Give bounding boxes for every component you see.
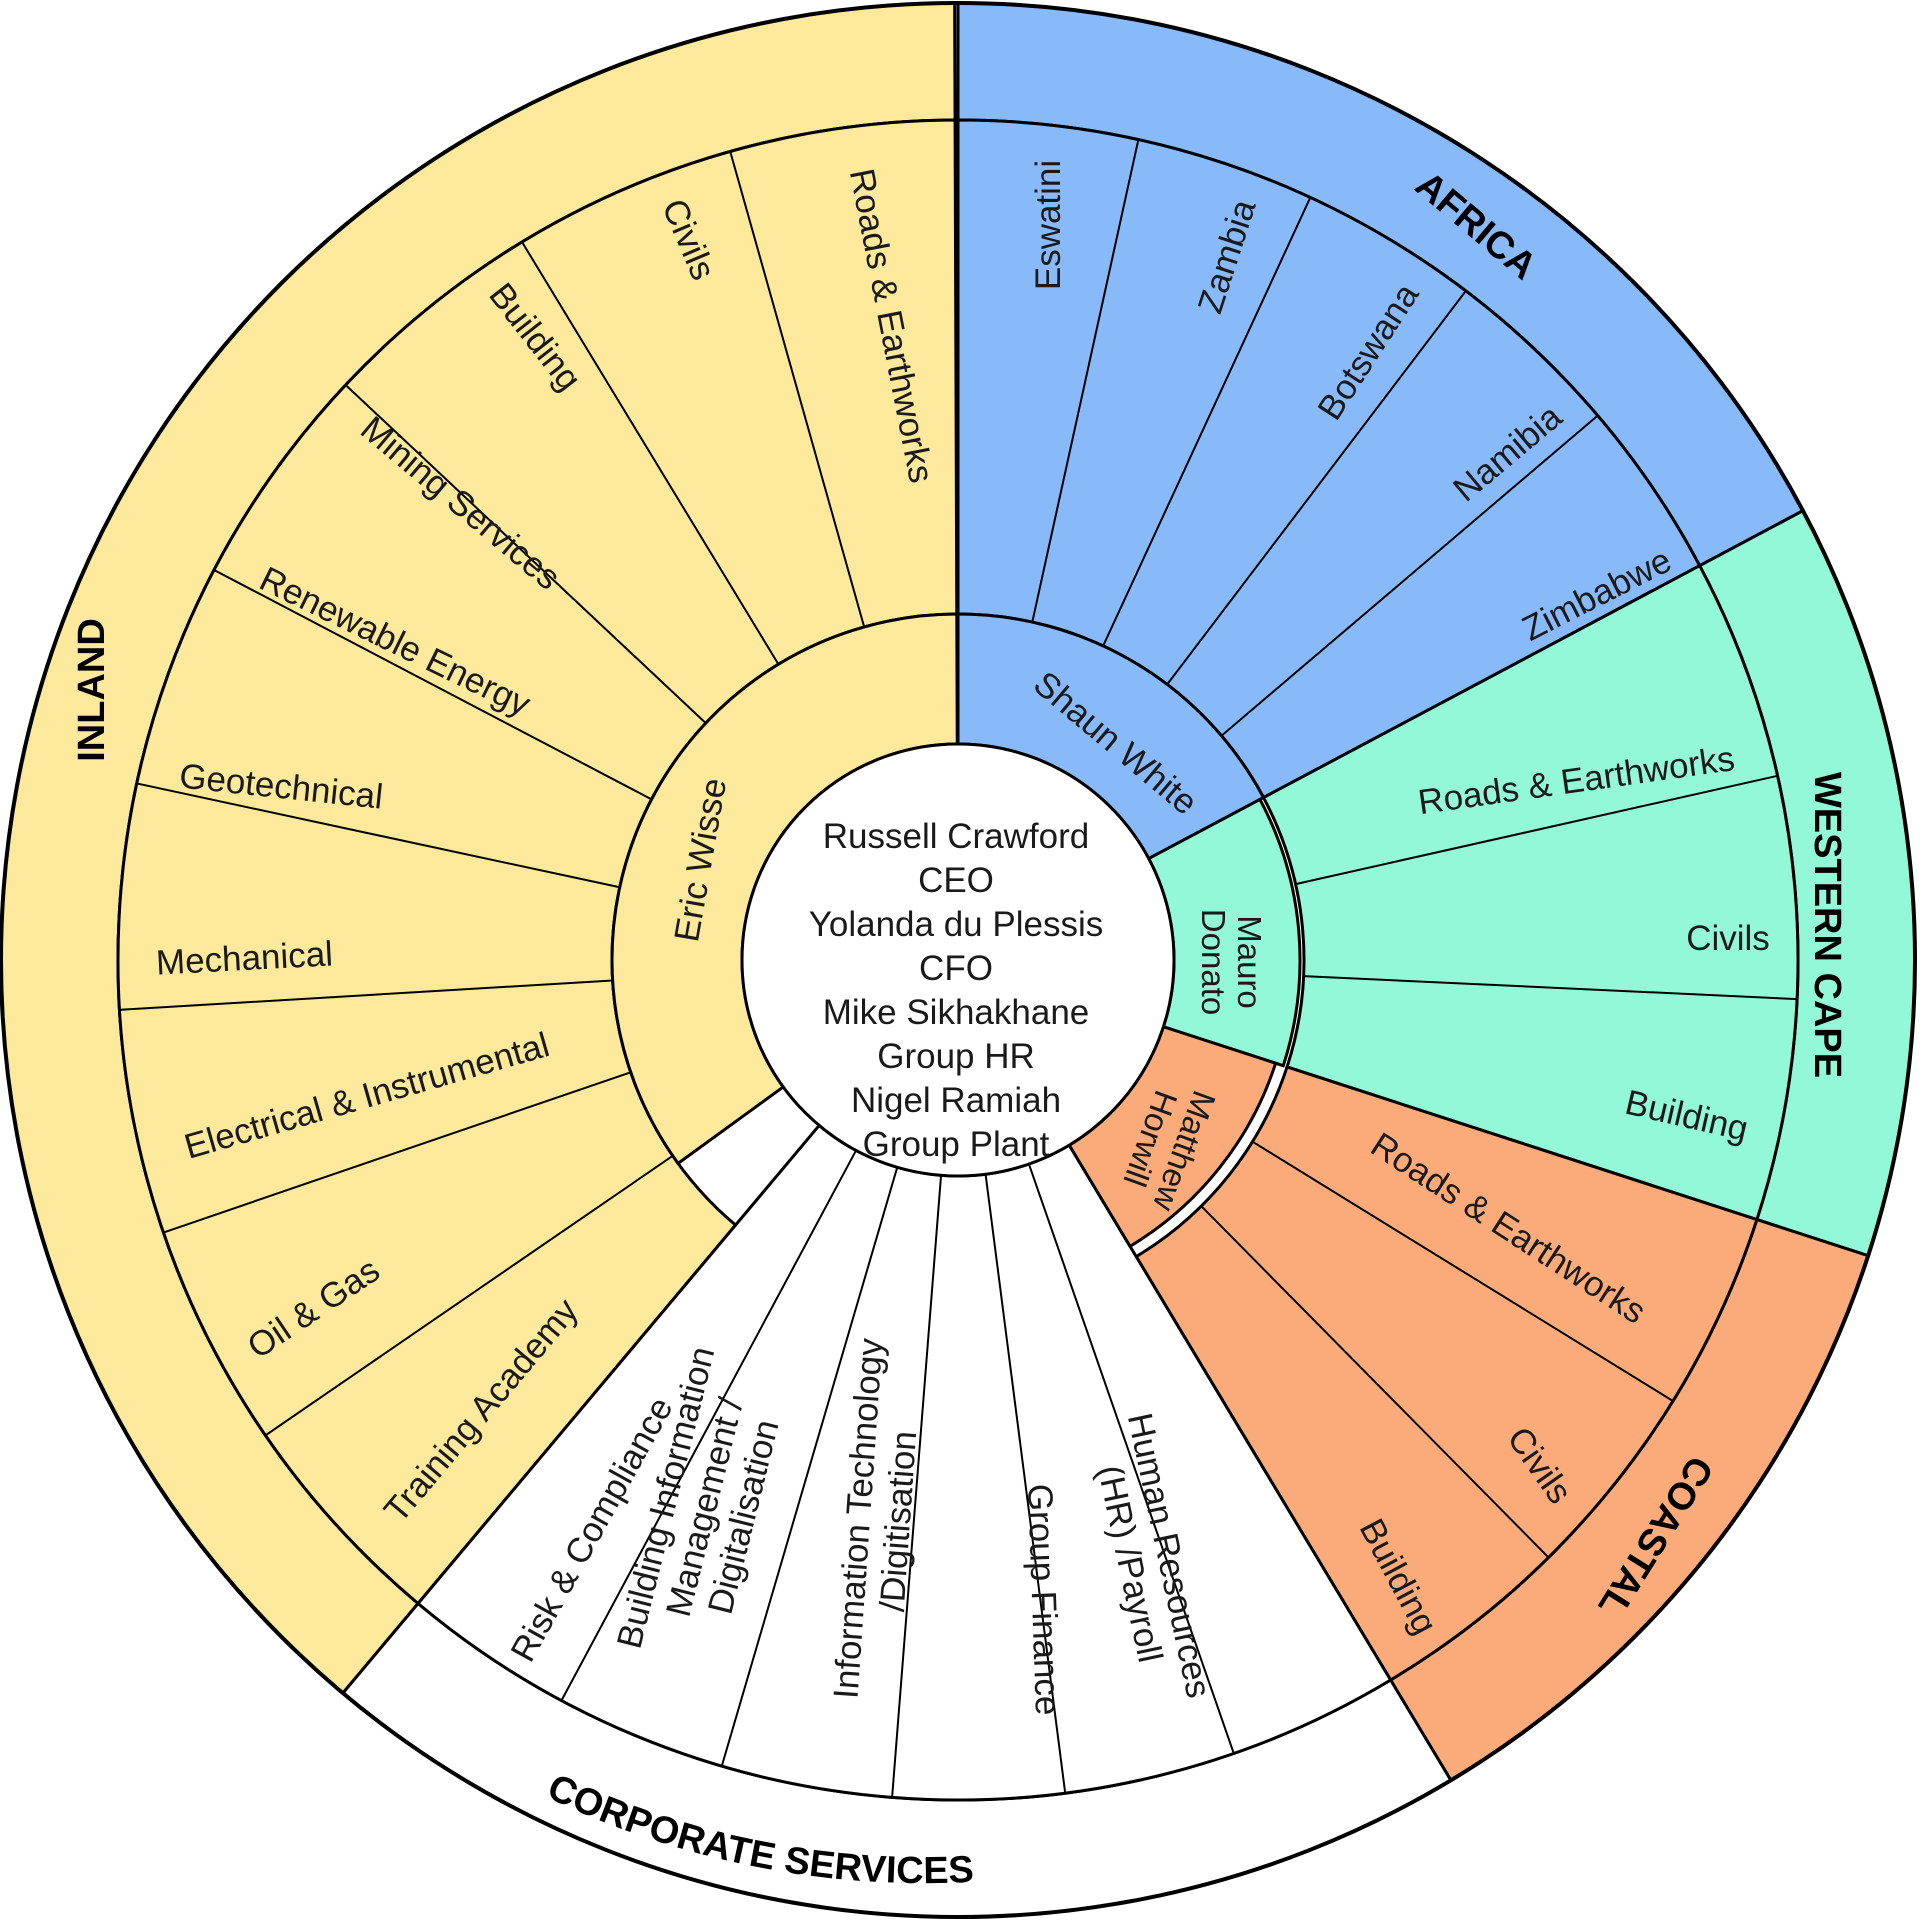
corporate-unit-divider [1027,1163,1235,1754]
center-line-plant-name: Nigel Ramiah [851,1081,1061,1120]
africa-unit-divider [1220,414,1599,737]
center-line-ceo-title: CEO [918,861,994,900]
africa-unit-eswatini: Eswatini [1029,160,1068,290]
inland-unit-divider [344,384,707,724]
western-cape-head-first: Mauro [1231,915,1268,1009]
coastal-unit-divider [1200,1205,1550,1559]
africa-unit-divider [1166,290,1467,686]
inland-division-name: INLAND [71,618,113,762]
unit-band [116,118,1800,1802]
coastal-unit-divider [1251,1140,1674,1402]
western-cape-division-name: WESTERN CAPE [1806,772,1848,1078]
center-line-hr-name: Mike Sikhakhane [823,993,1090,1032]
western-cape-unit-divider [1295,774,1778,886]
corporate-unit-divider [560,1149,857,1701]
inland-unit-divider [213,569,653,801]
inland-unit-divider [119,979,613,1011]
center-line-cfo-title: CFO [919,949,993,988]
center-line-hr-title: Group HR [877,1037,1035,1076]
coastal-unit-band [1134,1065,1759,1683]
corporate-unit-group-finance: Group Finance [1020,1483,1067,1716]
center-text: Russell Crawford CEO Yolanda du Plessis … [809,817,1103,1164]
western-cape-head-last: Donato [1195,909,1232,1015]
africa-unit-divider [1102,197,1312,647]
africa-unit-divider [1031,139,1140,623]
corporate-unit-divider [720,1167,899,1767]
western-cape-unit-divider [1303,975,1798,1001]
center-line-ceo-name: Russell Crawford [823,817,1089,856]
center-circle [740,742,1176,1178]
center-line-cfo-name: Yolanda du Plessis [809,905,1103,944]
inland-unit-divider [163,1071,632,1234]
inland-unit-divider [729,151,866,628]
head-ring [610,612,1302,1249]
inland-unit-mechanical: Mechanical [155,934,334,982]
corporate-unit-divider [984,1174,1067,1794]
corporate-unit-divider [891,1175,943,1798]
center-line-plant-title: Group Plant [863,1125,1050,1164]
inland-unit-divider [521,241,780,665]
inland-unit-divider [264,1154,674,1437]
western-cape-head-name: Mauro Donato [1195,909,1268,1015]
western-cape-unit-band [1261,563,1800,1222]
inland-unit-divider [136,782,620,889]
western-cape-unit-civils: Civils [1686,919,1770,958]
